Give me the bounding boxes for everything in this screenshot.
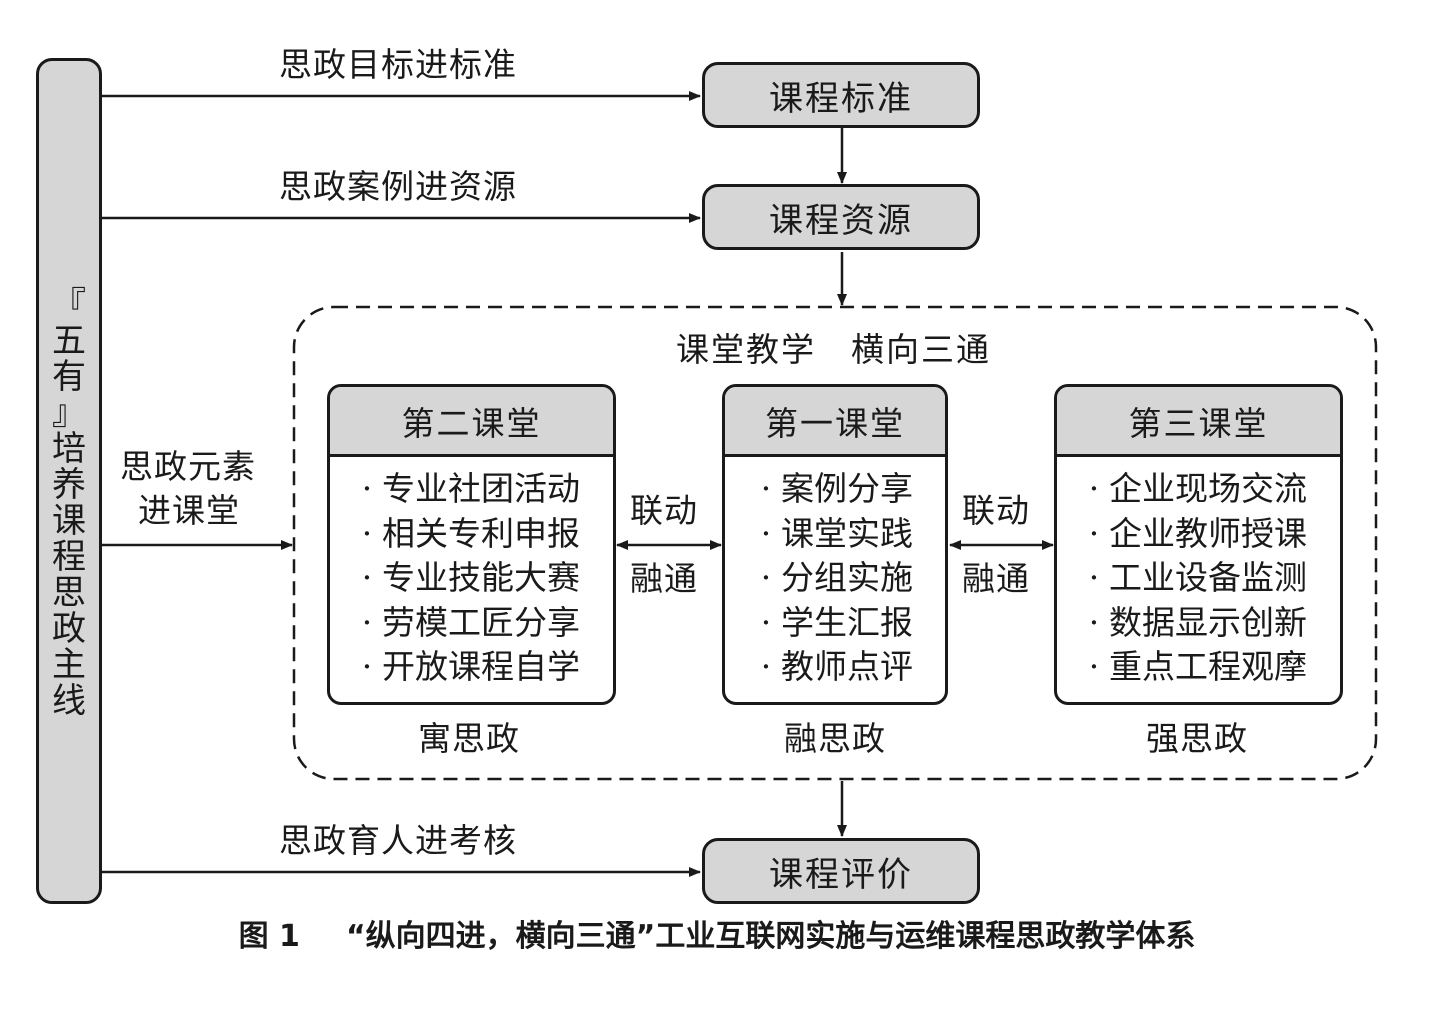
vertical-char: 思 bbox=[52, 573, 86, 613]
second-classroom-caption: 寓思政 bbox=[418, 719, 520, 758]
list-item: 工业设备监测 bbox=[1081, 556, 1340, 601]
list-item: 学生汇报 bbox=[753, 601, 945, 646]
vertical-char: 课 bbox=[52, 501, 86, 541]
list-item: 相关专利申报 bbox=[354, 512, 613, 557]
link-label-right-bottom: 融通 bbox=[962, 559, 1030, 598]
second-classroom-card: 第二课堂 专业社团活动 相关专利申报 专业技能大赛 劳模工匠分享 开放课程自学 bbox=[327, 384, 616, 705]
list-item: 教师点评 bbox=[753, 645, 945, 690]
figure-number: 图 1 bbox=[238, 919, 300, 954]
vertical-char: 养 bbox=[52, 465, 86, 505]
vertical-char: 『 bbox=[52, 285, 86, 325]
course-evaluation-box: 课程评价 bbox=[702, 838, 980, 904]
third-classroom-caption: 强思政 bbox=[1146, 719, 1248, 758]
vertical-char: 程 bbox=[52, 537, 86, 577]
figure-title: “纵向四进，横向三通”工业互联网实施与运维课程思政教学体系 bbox=[345, 919, 1196, 954]
vertical-char: 培 bbox=[52, 429, 86, 469]
label-goal-to-standard: 思政目标进标准 bbox=[279, 45, 517, 84]
course-standard-box: 课程标准 bbox=[702, 62, 980, 128]
vertical-char: 五 bbox=[52, 321, 86, 361]
first-classroom-caption: 融思政 bbox=[784, 719, 886, 758]
label-element-to-classroom-1: 思政元素 bbox=[120, 447, 256, 486]
list-item: 企业现场交流 bbox=[1081, 467, 1340, 512]
first-classroom-title: 第一课堂 bbox=[725, 387, 945, 457]
five-have-main-line-label: 『五有』培养课程思政主线 bbox=[39, 287, 99, 719]
list-item: 专业社团活动 bbox=[354, 467, 613, 512]
vertical-char: 主 bbox=[52, 645, 86, 685]
first-classroom-list: 案例分享 课堂实践 分组实施 学生汇报 教师点评 bbox=[725, 457, 945, 690]
vertical-char: 有 bbox=[52, 357, 86, 397]
second-classroom-title: 第二课堂 bbox=[330, 387, 613, 457]
link-label-left-top: 联动 bbox=[630, 491, 698, 530]
third-classroom-list: 企业现场交流 企业教师授课 工业设备监测 数据显示创新 重点工程观摩 bbox=[1057, 457, 1340, 690]
list-item: 案例分享 bbox=[753, 467, 945, 512]
second-classroom-list: 专业社团活动 相关专利申报 专业技能大赛 劳模工匠分享 开放课程自学 bbox=[330, 457, 613, 690]
classroom-dashed-frame bbox=[292, 305, 1378, 781]
five-have-main-line-bar: 『五有』培养课程思政主线 bbox=[36, 58, 102, 904]
vertical-char: 政 bbox=[52, 609, 86, 649]
vertical-char: 』 bbox=[52, 393, 86, 433]
link-label-left-bottom: 融通 bbox=[630, 559, 698, 598]
figure-caption: 图 1 “纵向四进，横向三通”工业互联网实施与运维课程思政教学体系 bbox=[0, 917, 1434, 957]
label-case-to-resource: 思政案例进资源 bbox=[279, 167, 517, 206]
list-item: 课堂实践 bbox=[753, 512, 945, 557]
list-item: 重点工程观摩 bbox=[1081, 645, 1340, 690]
list-item: 劳模工匠分享 bbox=[354, 601, 613, 646]
course-resource-box: 课程资源 bbox=[702, 184, 980, 250]
label-education-to-assessment: 思政育人进考核 bbox=[279, 821, 517, 860]
classroom-teaching-title: 课堂教学 横向三通 bbox=[676, 330, 991, 369]
link-label-right-top: 联动 bbox=[962, 491, 1030, 530]
third-classroom-card: 第三课堂 企业现场交流 企业教师授课 工业设备监测 数据显示创新 重点工程观摩 bbox=[1054, 384, 1343, 705]
list-item: 开放课程自学 bbox=[354, 645, 613, 690]
list-item: 企业教师授课 bbox=[1081, 512, 1340, 557]
list-item: 专业技能大赛 bbox=[354, 556, 613, 601]
first-classroom-card: 第一课堂 案例分享 课堂实践 分组实施 学生汇报 教师点评 bbox=[722, 384, 948, 705]
label-element-to-classroom-2: 进课堂 bbox=[138, 491, 240, 530]
list-item: 数据显示创新 bbox=[1081, 601, 1340, 646]
list-item: 分组实施 bbox=[753, 556, 945, 601]
third-classroom-title: 第三课堂 bbox=[1057, 387, 1340, 457]
vertical-char: 线 bbox=[52, 681, 86, 721]
